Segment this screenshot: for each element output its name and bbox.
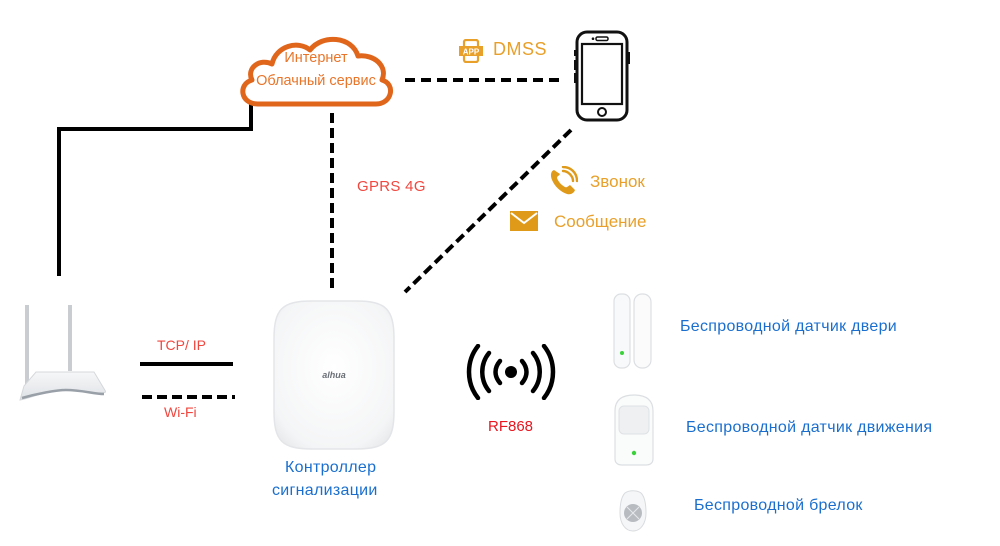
app-icon: APP xyxy=(459,38,483,64)
radio-signal-icon xyxy=(466,343,556,401)
envelope-icon xyxy=(510,211,538,231)
router-cloud-line xyxy=(57,103,253,276)
motion-sensor-icon xyxy=(611,393,657,467)
smartphone-icon xyxy=(574,30,630,122)
cloud-label-internet: Интернет xyxy=(284,50,348,66)
keyfob-icon xyxy=(619,489,647,533)
brand-logo: alhua xyxy=(322,370,346,380)
call-label: Звонок xyxy=(590,172,645,191)
phone-call-icon xyxy=(548,165,579,196)
alarm-controller: alhua xyxy=(272,299,396,451)
motion-sensor-label: Беспроводной датчик движения xyxy=(686,419,933,436)
svg-text:APP: APP xyxy=(463,48,480,57)
cloud-service: Интернет Облачный сервис xyxy=(236,28,396,112)
controller-label-line2: сигнализации xyxy=(272,482,378,499)
phone-controller-dashed-line xyxy=(403,128,573,294)
keyfob-label: Беспроводной брелок xyxy=(694,497,863,514)
tcpip-label: TCP/ IP xyxy=(157,337,207,353)
message-label: Сообщение xyxy=(554,212,647,231)
controller-hub-icon xyxy=(273,300,395,450)
gprs-label: GPRS 4G xyxy=(357,178,426,195)
controller-label-line1: Контроллер xyxy=(285,459,377,476)
app-label: DMSS xyxy=(493,39,548,59)
wifi-router-icon xyxy=(16,300,107,406)
rf-label: RF868 xyxy=(488,418,534,435)
cloud-icon xyxy=(240,36,393,107)
door-sensor-icon xyxy=(612,292,654,370)
wifi-label: Wi-Fi xyxy=(164,404,197,420)
cloud-label-service: Облачный сервис xyxy=(256,73,376,89)
door-sensor-label: Беспроводной датчик двери xyxy=(680,318,897,335)
